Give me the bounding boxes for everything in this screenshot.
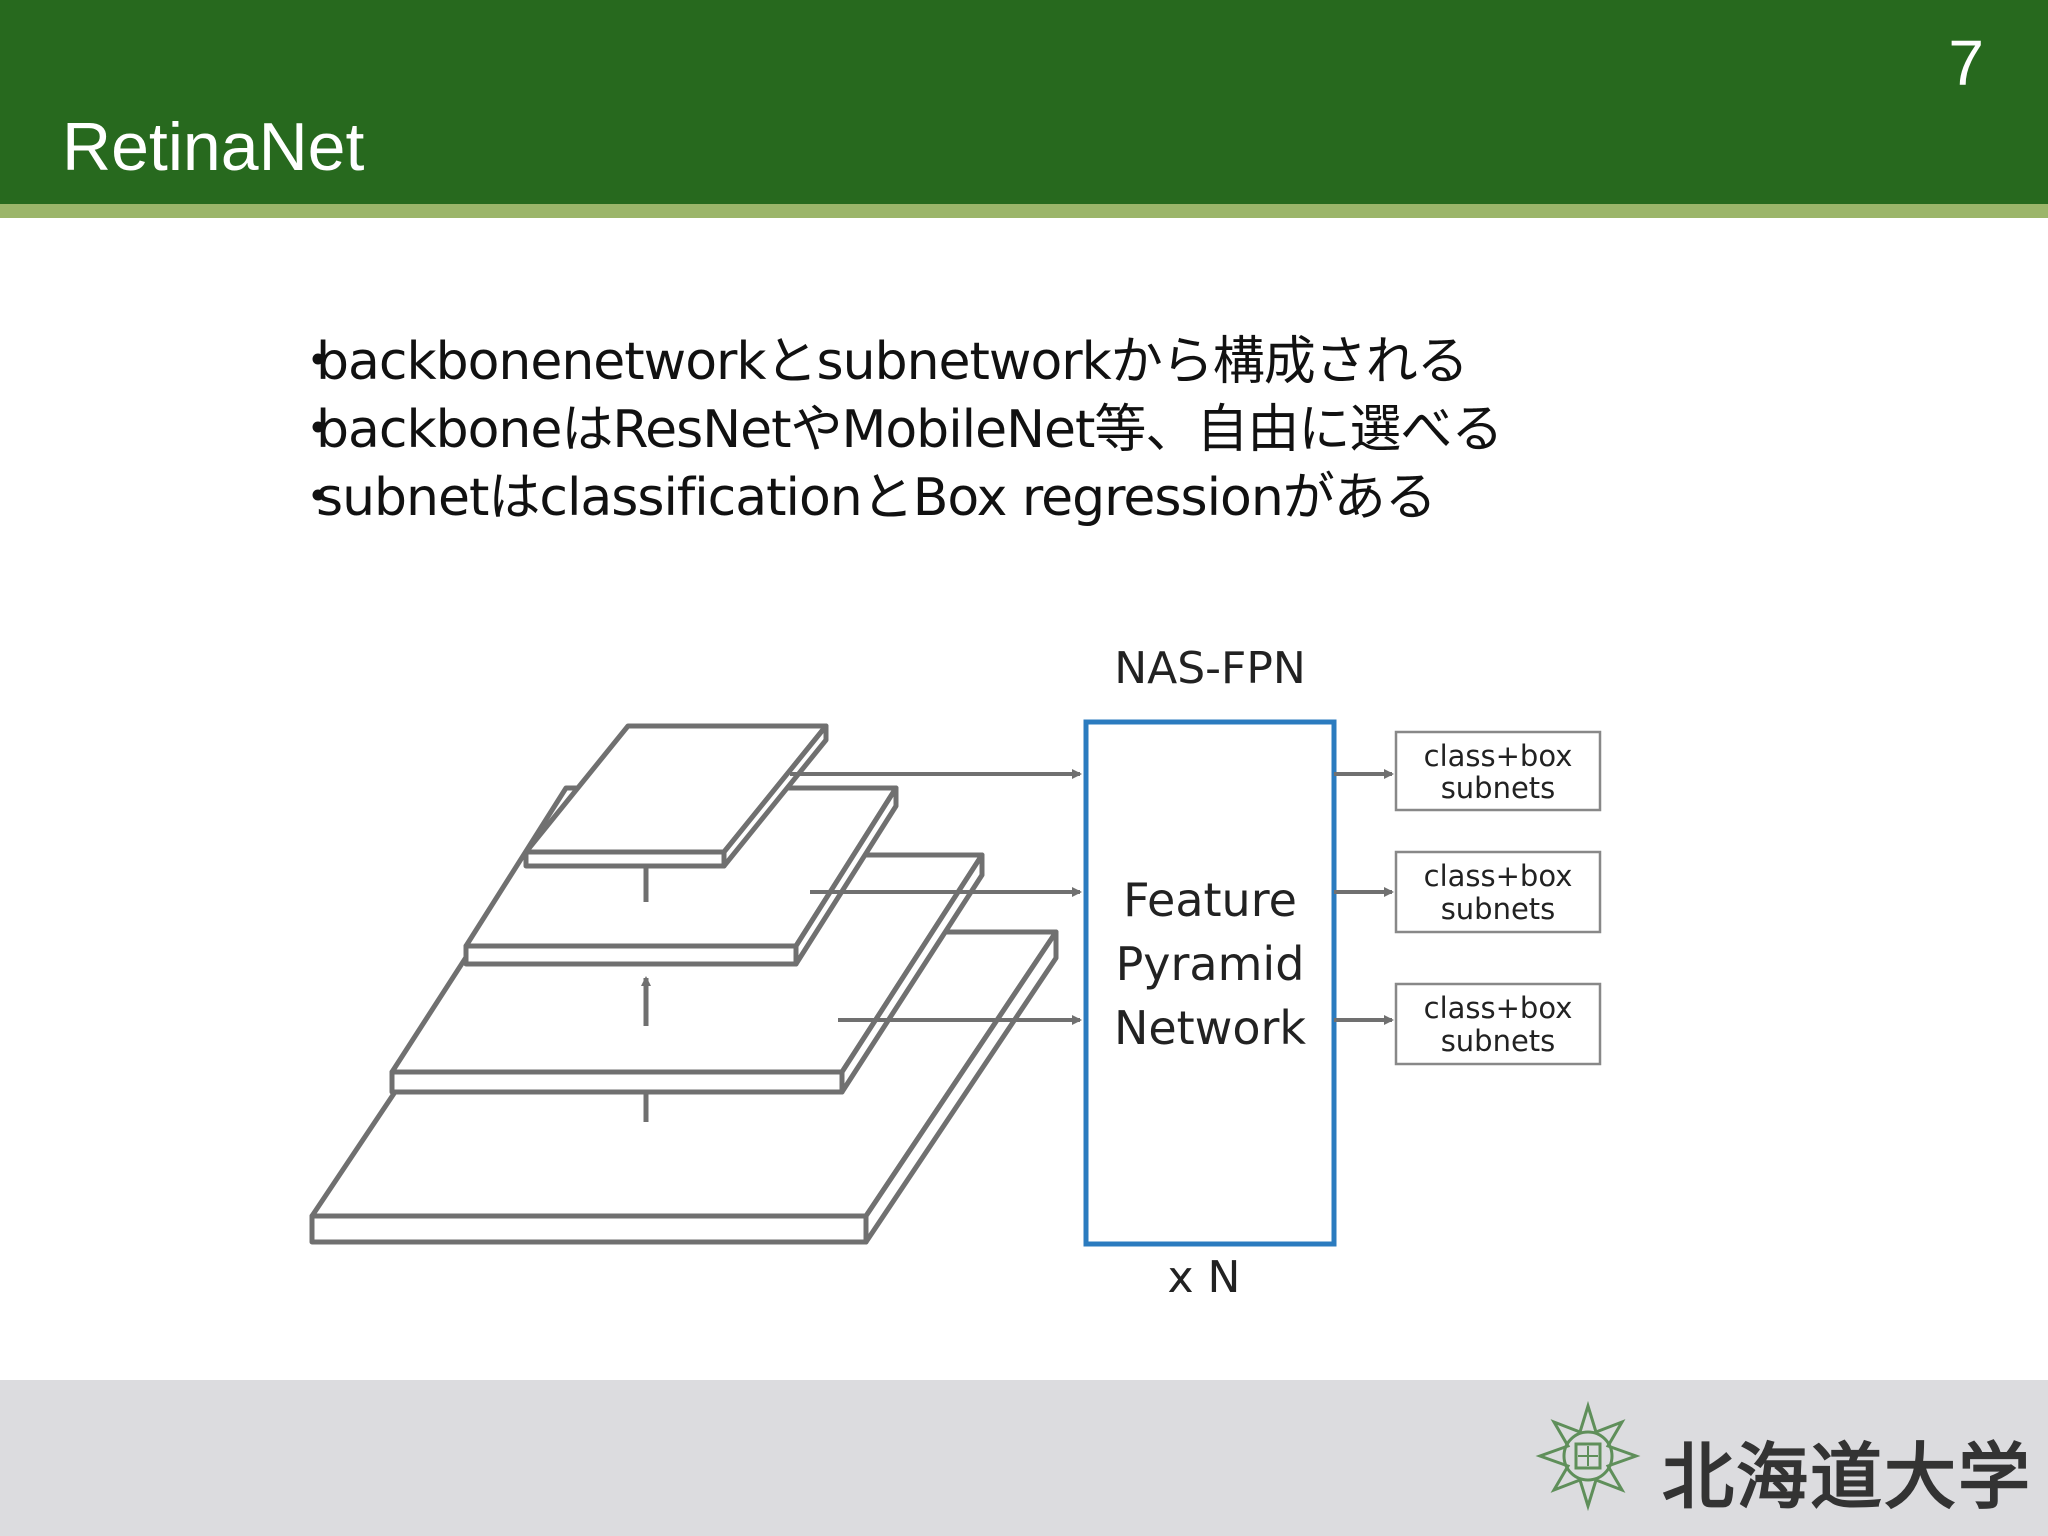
slide-footer [0, 1380, 2048, 1536]
fpn-box [1083, 719, 1337, 1247]
bullet-mark: ・ [292, 332, 344, 392]
bullet-item: ・backbonenetworkとsubnetworkから構成される [292, 328, 1502, 396]
retinanet-diagram: NAS-FPN Feature Pyramid Network x N clas… [309, 643, 1602, 1303]
subnet-box-1: class+box subnets [1394, 730, 1602, 812]
subnet-box-3: class+box subnets [1394, 982, 1602, 1066]
subnet-label-line2: subnets [1441, 892, 1556, 926]
bullet-text: backboneはResNetやMobileNet等、自由に選べる [316, 400, 1503, 460]
hokkaido-university-emblem-icon [1535, 1400, 1641, 1512]
bullet-mark: ・ [292, 400, 344, 460]
fpn-line-3: Network [1114, 1001, 1306, 1055]
nas-fpn-label: NAS-FPN [1114, 643, 1306, 694]
university-name: 北海道大学 [1662, 1435, 2033, 1519]
page-number: 7 [1948, 27, 1984, 99]
subnet-label-line1: class+box [1424, 739, 1573, 773]
bullet-text: backbonenetworkとsubnetworkから構成される [316, 332, 1469, 392]
bullet-mark: ・ [292, 468, 344, 528]
header-stripe [0, 204, 2048, 218]
repeat-label: x N [1168, 1252, 1241, 1303]
slide-title: RetinaNet [62, 109, 365, 185]
subnet-label-line1: class+box [1424, 991, 1573, 1025]
subnet-label-line1: class+box [1424, 859, 1573, 893]
bullet-item: ・subnetはclassificationとBox regressionがある [292, 464, 1502, 532]
bullet-text: subnetはclassificationとBox regressionがある [316, 468, 1437, 528]
subnet-label-line2: subnets [1441, 1024, 1556, 1058]
subnet-label-line2: subnets [1441, 771, 1556, 805]
subnet-box-2: class+box subnets [1394, 850, 1602, 934]
bullet-list: ・backbonenetworkとsubnetworkから構成される ・back… [292, 328, 1503, 532]
bullet-item: ・backboneはResNetやMobileNet等、自由に選べる [292, 396, 1503, 464]
backbone-layer-1 [523, 723, 829, 869]
fpn-line-2: Pyramid [1116, 937, 1305, 991]
fpn-line-1: Feature [1123, 873, 1297, 927]
slide-header [0, 0, 2048, 204]
